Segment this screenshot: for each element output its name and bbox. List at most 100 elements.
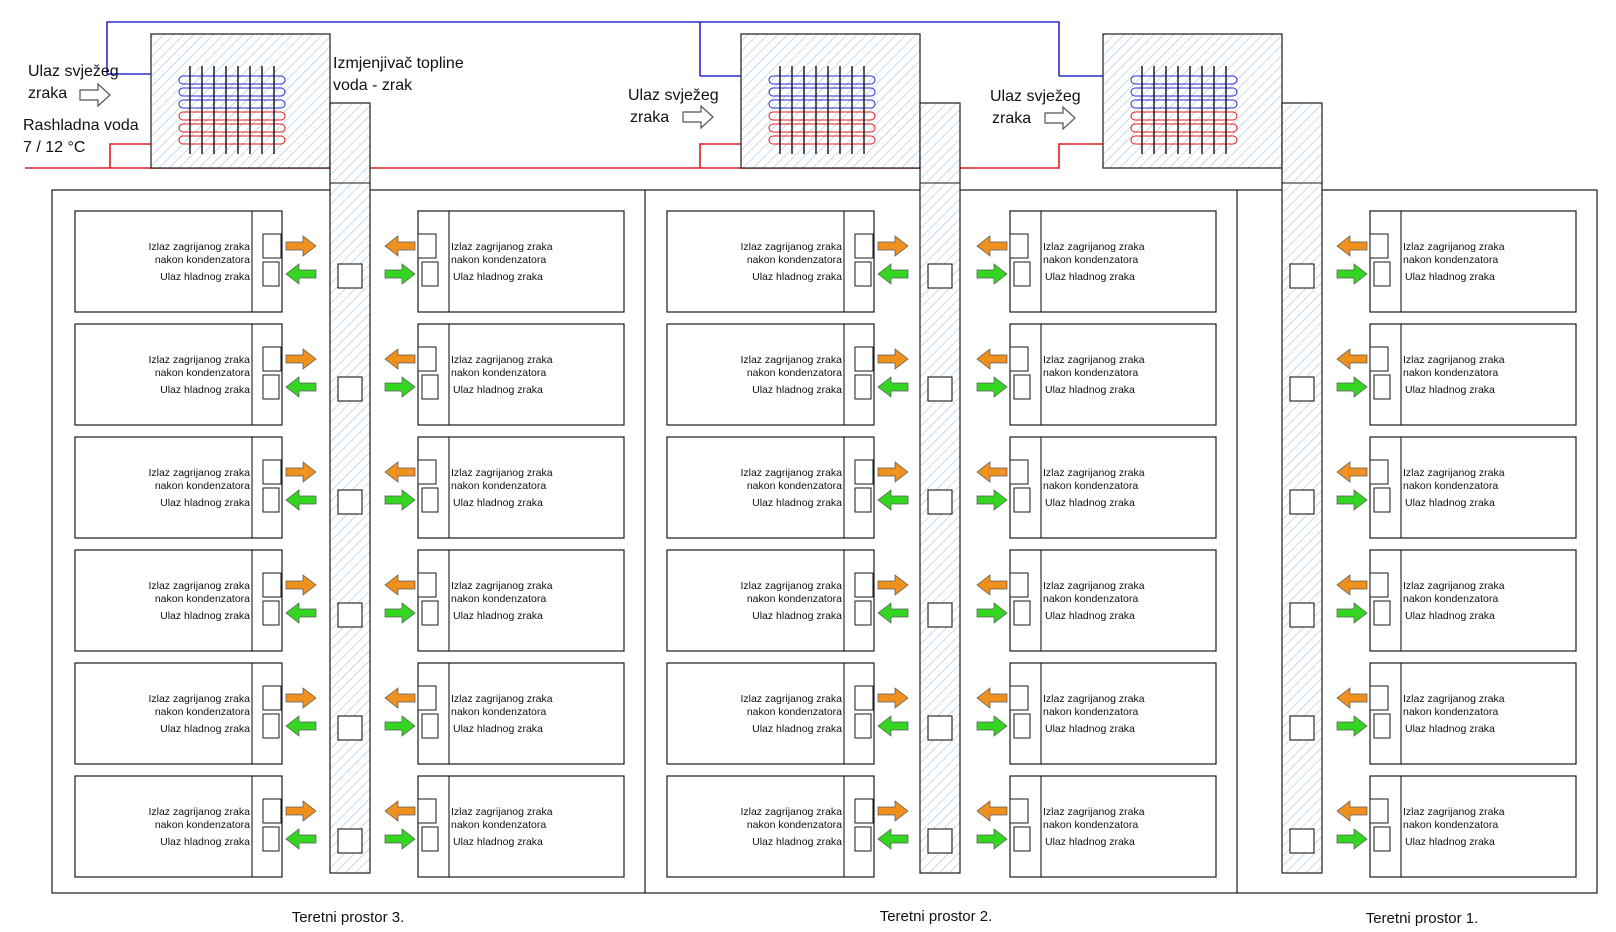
unit-cold-in: Ulaz hladnog zraka (453, 723, 543, 735)
coil-loop (178, 123, 286, 133)
coil-loop (768, 123, 876, 133)
unit-warm-out-line1: Izlaz zagrijanog zraka (451, 467, 553, 479)
warm-air-arrow-icon (976, 800, 1008, 822)
coil-grid-icon (178, 66, 286, 154)
unit-box (666, 210, 875, 313)
cold-air-arrow-icon (285, 602, 317, 624)
cold-port-square-icon (1013, 826, 1031, 852)
duct-damper-square-icon (1289, 263, 1315, 289)
cold-air-arrow-icon (877, 715, 909, 737)
cold-air-arrow-icon (384, 715, 416, 737)
warm-port-square-icon (262, 233, 282, 259)
hold-caption-1: Teretni prostor 1. (1366, 910, 1479, 927)
unit-warm-out-line1: Izlaz zagrijanog zraka (740, 241, 842, 253)
warm-port-square-icon (854, 346, 874, 372)
duct-damper-square-icon (1289, 828, 1315, 854)
cold-port-square-icon (421, 374, 439, 400)
unit-cold-in: Ulaz hladnog zraka (1045, 497, 1135, 509)
cold-air-arrow-icon (1336, 715, 1368, 737)
unit-warm-out-line1: Izlaz zagrijanog zraka (148, 467, 250, 479)
warm-port-square-icon (854, 233, 874, 259)
cold-port-square-icon (854, 487, 872, 513)
warm-air-arrow-icon (1336, 687, 1368, 709)
fresh-air-arrow-1-icon (79, 82, 111, 108)
unit-warm-out-line1: Izlaz zagrijanog zraka (451, 580, 553, 592)
warm-air-arrow-icon (976, 687, 1008, 709)
unit-cold-in: Ulaz hladnog zraka (160, 610, 250, 622)
unit-warm-out-line1: Izlaz zagrijanog zraka (1043, 693, 1145, 705)
cold-air-arrow-icon (1336, 263, 1368, 285)
cold-air-arrow-icon (877, 376, 909, 398)
warm-port-square-icon (854, 685, 874, 711)
coil-loop (1130, 87, 1238, 97)
unit-cold-in: Ulaz hladnog zraka (453, 610, 543, 622)
unit-box (1009, 662, 1217, 765)
hold-caption-3: Teretni prostor 3. (292, 909, 405, 926)
unit-box (666, 436, 875, 539)
cold-air-arrow-icon (384, 602, 416, 624)
cold-air-arrow-icon (1336, 376, 1368, 398)
unit-warm-out-line2: nakon kondenzatora (451, 254, 546, 266)
warm-port-square-icon (1009, 459, 1029, 485)
duct-damper-square-icon (927, 828, 953, 854)
cold-port-square-icon (421, 826, 439, 852)
coil-loop (1130, 75, 1238, 85)
unit-box (74, 436, 283, 539)
cold-port-square-icon (262, 261, 280, 287)
unit-warm-out-line1: Izlaz zagrijanog zraka (1043, 241, 1145, 253)
coil-grid-icon (1130, 66, 1238, 154)
warm-port-square-icon (417, 233, 437, 259)
warm-air-arrow-icon (1336, 574, 1368, 596)
warm-port-square-icon (417, 685, 437, 711)
unit-box (1369, 436, 1577, 539)
unit-warm-out-line2: nakon kondenzatora (155, 480, 250, 492)
warm-port-square-icon (1009, 233, 1029, 259)
unit-box (1009, 549, 1217, 652)
coil-loop (1130, 111, 1238, 121)
cold-port-square-icon (854, 826, 872, 852)
cold-port-square-icon (262, 600, 280, 626)
warm-port-square-icon (1009, 798, 1029, 824)
unit-warm-out-line1: Izlaz zagrijanog zraka (148, 354, 250, 366)
cold-air-arrow-icon (285, 489, 317, 511)
unit-warm-out-line2: nakon kondenzatora (155, 593, 250, 605)
warm-air-arrow-icon (384, 348, 416, 370)
warm-air-arrow-icon (1336, 800, 1368, 822)
warm-air-arrow-icon (976, 348, 1008, 370)
unit-box (1009, 210, 1217, 313)
unit-cold-in: Ulaz hladnog zraka (453, 384, 543, 396)
unit-cold-in: Ulaz hladnog zraka (453, 497, 543, 509)
unit-cold-in: Ulaz hladnog zraka (1045, 384, 1135, 396)
duct-damper-square-icon (927, 263, 953, 289)
unit-warm-out-line2: nakon kondenzatora (155, 254, 250, 266)
warm-port-square-icon (417, 459, 437, 485)
duct-damper-square-icon (1289, 376, 1315, 402)
unit-cold-in: Ulaz hladnog zraka (1405, 384, 1495, 396)
warm-port-square-icon (417, 346, 437, 372)
unit-box (666, 323, 875, 426)
warm-air-arrow-icon (285, 687, 317, 709)
air-duct-1 (329, 102, 371, 874)
cold-air-arrow-icon (1336, 828, 1368, 850)
duct-body (919, 102, 961, 874)
cold-air-arrow-icon (285, 263, 317, 285)
unit-cold-in: Ulaz hladnog zraka (160, 384, 250, 396)
unit-warm-out-line2: nakon kondenzatora (451, 706, 546, 718)
unit-warm-out-line2: nakon kondenzatora (1043, 819, 1138, 831)
duct-damper-square-icon (337, 263, 363, 289)
coil-loop (1130, 135, 1238, 145)
cold-port-square-icon (1373, 713, 1391, 739)
warm-port-square-icon (1369, 572, 1389, 598)
warm-air-arrow-icon (384, 687, 416, 709)
cold-port-square-icon (421, 713, 439, 739)
